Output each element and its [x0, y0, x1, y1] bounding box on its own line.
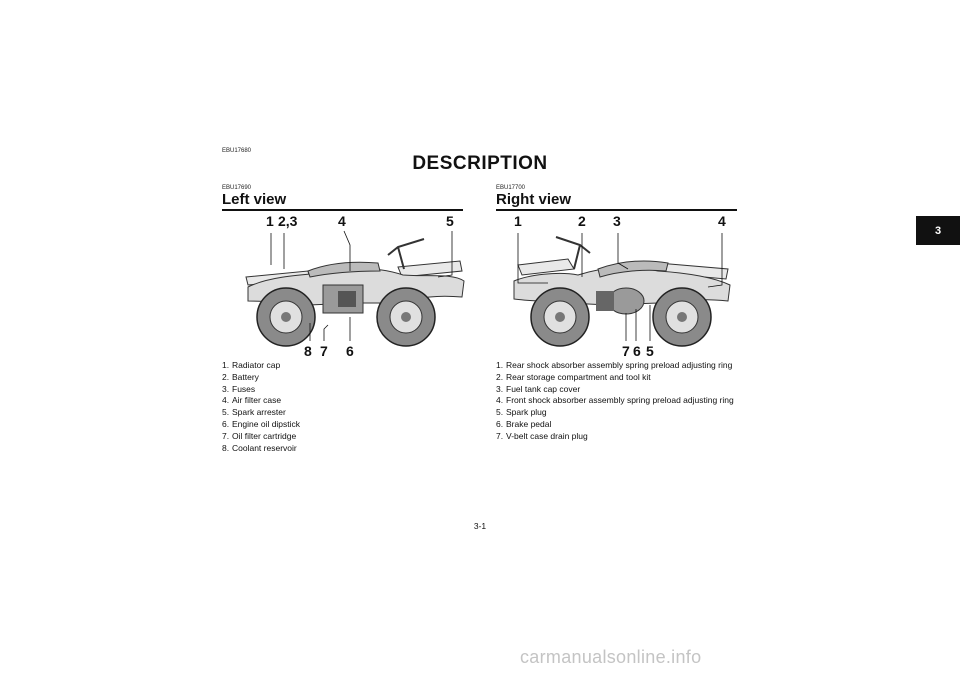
left-callout-8: 8	[304, 343, 312, 359]
list-item: 7.V-belt case drain plug	[496, 430, 588, 441]
left-callout-6: 6	[346, 343, 354, 359]
atv-right-view-illustration	[513, 233, 731, 347]
chapter-tab[interactable]: 3	[916, 216, 960, 245]
right-view-code: EBU17700	[496, 185, 526, 191]
list-item: 2.Rear storage compartment and tool kit	[496, 371, 651, 382]
left-view-rule	[222, 209, 463, 211]
list-item: 6.Engine oil dipstick	[222, 418, 301, 429]
list-item: 1.Rear shock absorber assembly spring pr…	[496, 360, 733, 370]
list-item: 5.Spark plug	[496, 407, 547, 418]
right-callout-2: 2	[578, 213, 586, 229]
list-item: 2.Battery	[222, 371, 259, 382]
list-item: 7.Oil filter cartridge	[222, 430, 297, 441]
left-view-code: EBU17690	[222, 185, 252, 191]
list-item: 3.Fuses	[222, 383, 256, 394]
list-item: 1.Radiator cap	[222, 360, 281, 370]
list-item: 6.Brake pedal	[496, 418, 552, 429]
left-callout-4: 4	[338, 213, 346, 229]
list-item: 4.Front shock absorber assembly spring p…	[496, 395, 734, 406]
right-callout-1: 1	[514, 213, 522, 229]
right-callout-3: 3	[613, 213, 621, 229]
right-callout-6: 6	[633, 343, 641, 359]
left-callout-5: 5	[446, 213, 454, 229]
atv-left-view-illustration	[245, 230, 465, 347]
right-view-rule	[496, 209, 737, 211]
right-callout-7: 7	[622, 343, 630, 359]
left-callout-1: 1	[266, 213, 274, 229]
section-code: EBU17680	[222, 148, 252, 154]
left-view-parts-list: 1.Radiator cap 2.Battery 3.Fuses 4.Air f…	[222, 360, 462, 454]
right-view-parts-list: 1.Rear shock absorber assembly spring pr…	[496, 360, 740, 443]
left-view-title: Left view	[222, 191, 287, 208]
list-item: 5.Spark arrester	[222, 407, 286, 418]
page-number: 3-1	[473, 521, 487, 531]
watermark: carmanualsonline.info	[520, 647, 702, 667]
left-callout-7: 7	[320, 343, 328, 359]
right-view-title: Right view	[496, 191, 572, 208]
list-item: 3.Fuel tank cap cover	[496, 383, 581, 394]
right-callout-5: 5	[646, 343, 654, 359]
left-callout-2-3: 2,3	[278, 213, 298, 229]
list-item: 8.Coolant reservoir	[222, 442, 297, 453]
right-callout-4: 4	[718, 213, 726, 229]
list-item: 4.Air filter case	[222, 395, 282, 406]
page-title: DESCRIPTION	[412, 153, 548, 174]
